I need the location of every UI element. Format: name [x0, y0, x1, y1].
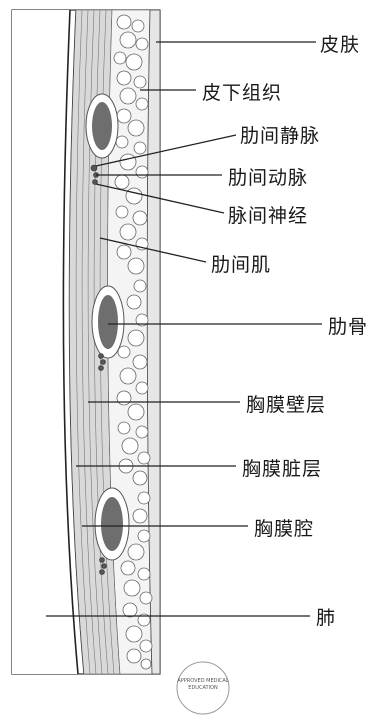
- label-lung: 肺: [316, 603, 336, 630]
- label-intercostal-artery: 肋间动脉: [228, 163, 308, 190]
- rib-3: [95, 488, 129, 560]
- label-parietal-pleura: 胸膜壁层: [246, 390, 326, 417]
- label-rib: 肋骨: [328, 312, 368, 339]
- label-intercostal-muscle: 肋间肌: [211, 250, 271, 277]
- label-subcutaneous: 皮下组织: [202, 78, 282, 105]
- rib-2: [92, 286, 124, 358]
- label-intercostal-vein: 肋间静脉: [240, 121, 320, 148]
- lung-region: [12, 10, 78, 674]
- label-skin: 皮肤: [320, 30, 360, 57]
- rib-1: [86, 94, 118, 158]
- label-pleural-cavity: 胸膜腔: [254, 514, 314, 541]
- label-visceral-pleura: 胸膜脏层: [242, 454, 322, 481]
- label-intercostal-nerve: 脉间神经: [228, 201, 308, 228]
- stamp-text: APPROVED MEDICAL EDUCATION: [176, 678, 230, 692]
